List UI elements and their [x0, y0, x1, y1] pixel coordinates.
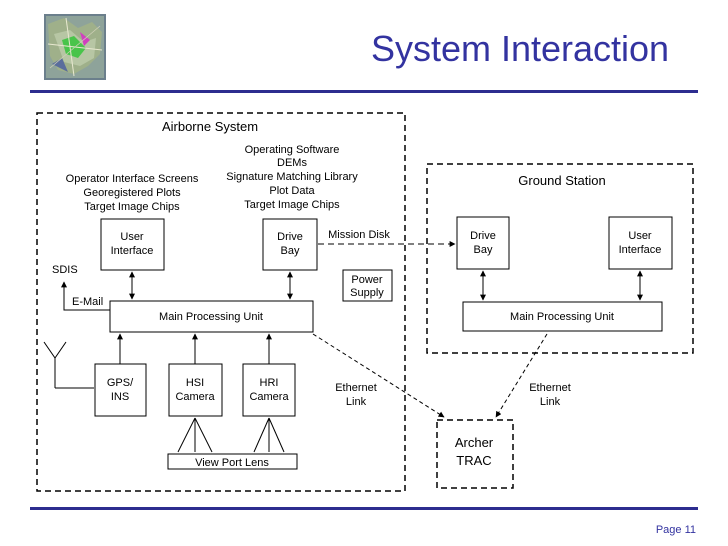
airborne-boundary: [36, 112, 406, 492]
ground-station-boundary: [426, 163, 694, 354]
airborne-user-interface-label: User: [120, 231, 144, 243]
software-contents-text: Operating Software DEMs Signature Matchi…: [226, 144, 358, 211]
airborne-mpu-label: Main Processing Unit: [159, 311, 263, 323]
operator-interface-text: Operator Interface Screens Georegistered…: [66, 173, 199, 213]
airborne-ethernet-link: [312, 333, 445, 418]
airborne-ethernet-label: Ethernet: [335, 382, 377, 394]
sdis-label: SDIS: [52, 264, 78, 276]
mission-disk-label: Mission Disk: [328, 229, 390, 241]
airborne-user-interface-box: [100, 218, 165, 271]
ground-drive-bay-box: [456, 216, 510, 270]
bottom-rule: [30, 507, 698, 510]
archer-trac-label: TRAC: [456, 453, 491, 468]
view-port-lens-box: [167, 453, 298, 470]
hri-camera-box: [242, 363, 296, 417]
power-supply-label: Power: [351, 274, 383, 286]
email-label: E-Mail: [72, 296, 103, 308]
hsi-camera-label: HSI: [186, 377, 204, 389]
ground-user-interface-label: User: [628, 230, 652, 242]
archer-trac-box: [436, 419, 514, 489]
hsi-camera-label: Camera: [175, 391, 215, 403]
hsi-lens-rays: [177, 417, 213, 453]
email-link-line: [61, 281, 110, 311]
power-supply-box: [342, 269, 393, 302]
operator-line: Operator Interface Screens: [66, 173, 199, 185]
slide-title: System Interaction: [370, 28, 670, 69]
software-line: Plot Data: [269, 185, 315, 197]
airborne-user-interface-label: Interface: [111, 245, 154, 257]
antenna-icon: [43, 341, 94, 389]
power-supply-label: Supply: [350, 287, 384, 299]
hri-camera-label: HRI: [260, 377, 279, 389]
archer-trac-label: Archer: [455, 435, 494, 450]
ground-user-interface-label: Interface: [619, 244, 662, 256]
hsi-camera-box: [168, 363, 223, 417]
ground-station-label: Ground Station: [518, 173, 605, 188]
ground-ethernet-label: Link: [540, 396, 561, 408]
view-port-lens-label: View Port Lens: [195, 457, 269, 469]
gps-ins-label: INS: [111, 391, 129, 403]
airborne-drive-bay-box: [262, 218, 318, 271]
ground-ethernet-link: [495, 333, 548, 418]
ground-mpu-box: [462, 301, 663, 332]
airborne-drive-bay-label: Bay: [281, 245, 300, 257]
ground-ethernet-label: Ethernet: [529, 382, 571, 394]
hri-lens-rays: [253, 417, 285, 453]
gps-ins-label: GPS/: [107, 377, 134, 389]
page-number: Page 11: [655, 524, 696, 536]
ground-mpu-label: Main Processing Unit: [510, 311, 614, 323]
map-thumbnail: [44, 14, 106, 80]
ground-drive-bay-label: Bay: [474, 244, 493, 256]
ground-user-interface-box: [608, 216, 673, 270]
hri-camera-label: Camera: [249, 391, 289, 403]
gps-ins-box: [94, 363, 147, 417]
software-line: Target Image Chips: [244, 199, 340, 211]
operator-line: Georegistered Plots: [83, 187, 181, 199]
operator-line: Target Image Chips: [84, 201, 180, 213]
airborne-label: Airborne System: [162, 119, 258, 134]
top-rule: [30, 90, 698, 93]
software-line: Signature Matching Library: [226, 171, 358, 183]
software-line: Operating Software: [245, 144, 340, 156]
airborne-ethernet-label: Link: [346, 396, 367, 408]
software-line: DEMs: [277, 157, 307, 169]
airborne-mpu-box: [109, 300, 314, 333]
ground-drive-bay-label: Drive: [470, 230, 496, 242]
airborne-drive-bay-label: Drive: [277, 231, 303, 243]
